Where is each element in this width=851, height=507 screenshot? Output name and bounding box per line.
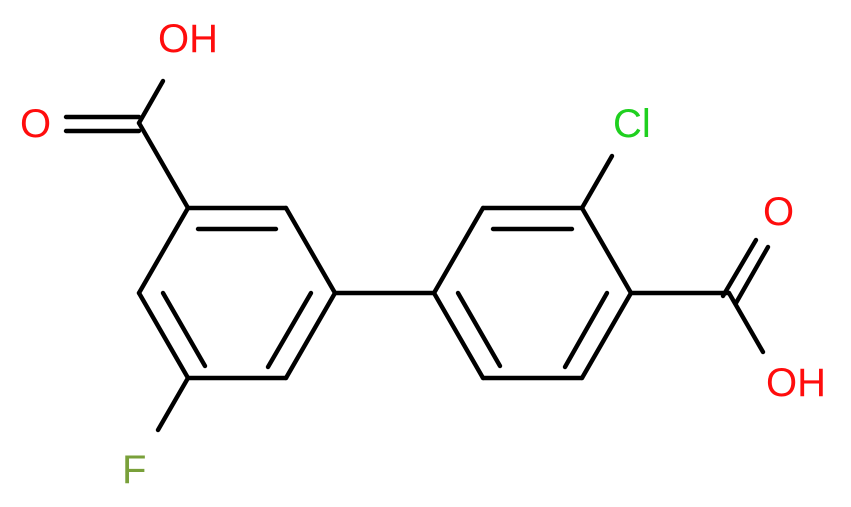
bond-ring2-a xyxy=(431,205,486,296)
bond-ring1-e xyxy=(136,290,191,381)
label-oh-top: OH xyxy=(158,17,218,61)
bond-cooh2-oh xyxy=(726,290,766,355)
bond-cl xyxy=(579,153,615,211)
bond-ring1-c-inner xyxy=(265,290,314,370)
bond-ring1-c xyxy=(283,290,338,381)
atom-labels: OH O Cl O OH F xyxy=(20,17,826,492)
label-f: F xyxy=(122,448,146,492)
bond-cooh1-oh xyxy=(136,78,166,126)
label-o-right: O xyxy=(763,190,794,234)
bond-ring2-f-inner xyxy=(455,290,503,369)
bond-ring2-d xyxy=(579,290,634,381)
bond-cooh2-o2 xyxy=(733,244,771,306)
bonds xyxy=(63,78,771,433)
bond-ring1-e-inner xyxy=(160,290,208,369)
bond-cooh1-c xyxy=(136,120,191,211)
label-cl: Cl xyxy=(613,102,651,146)
bond-ring2-f xyxy=(431,290,486,381)
bond-ring2-c xyxy=(579,205,634,296)
label-o-top: O xyxy=(20,102,51,146)
bond-ring1-b xyxy=(283,205,338,296)
bond-cooh2-o1 xyxy=(720,237,759,299)
label-oh-right: OH xyxy=(766,361,826,405)
bond-ring2-d-inner xyxy=(562,290,610,370)
bond-f xyxy=(155,375,191,433)
bond-ring1-f xyxy=(136,205,191,296)
